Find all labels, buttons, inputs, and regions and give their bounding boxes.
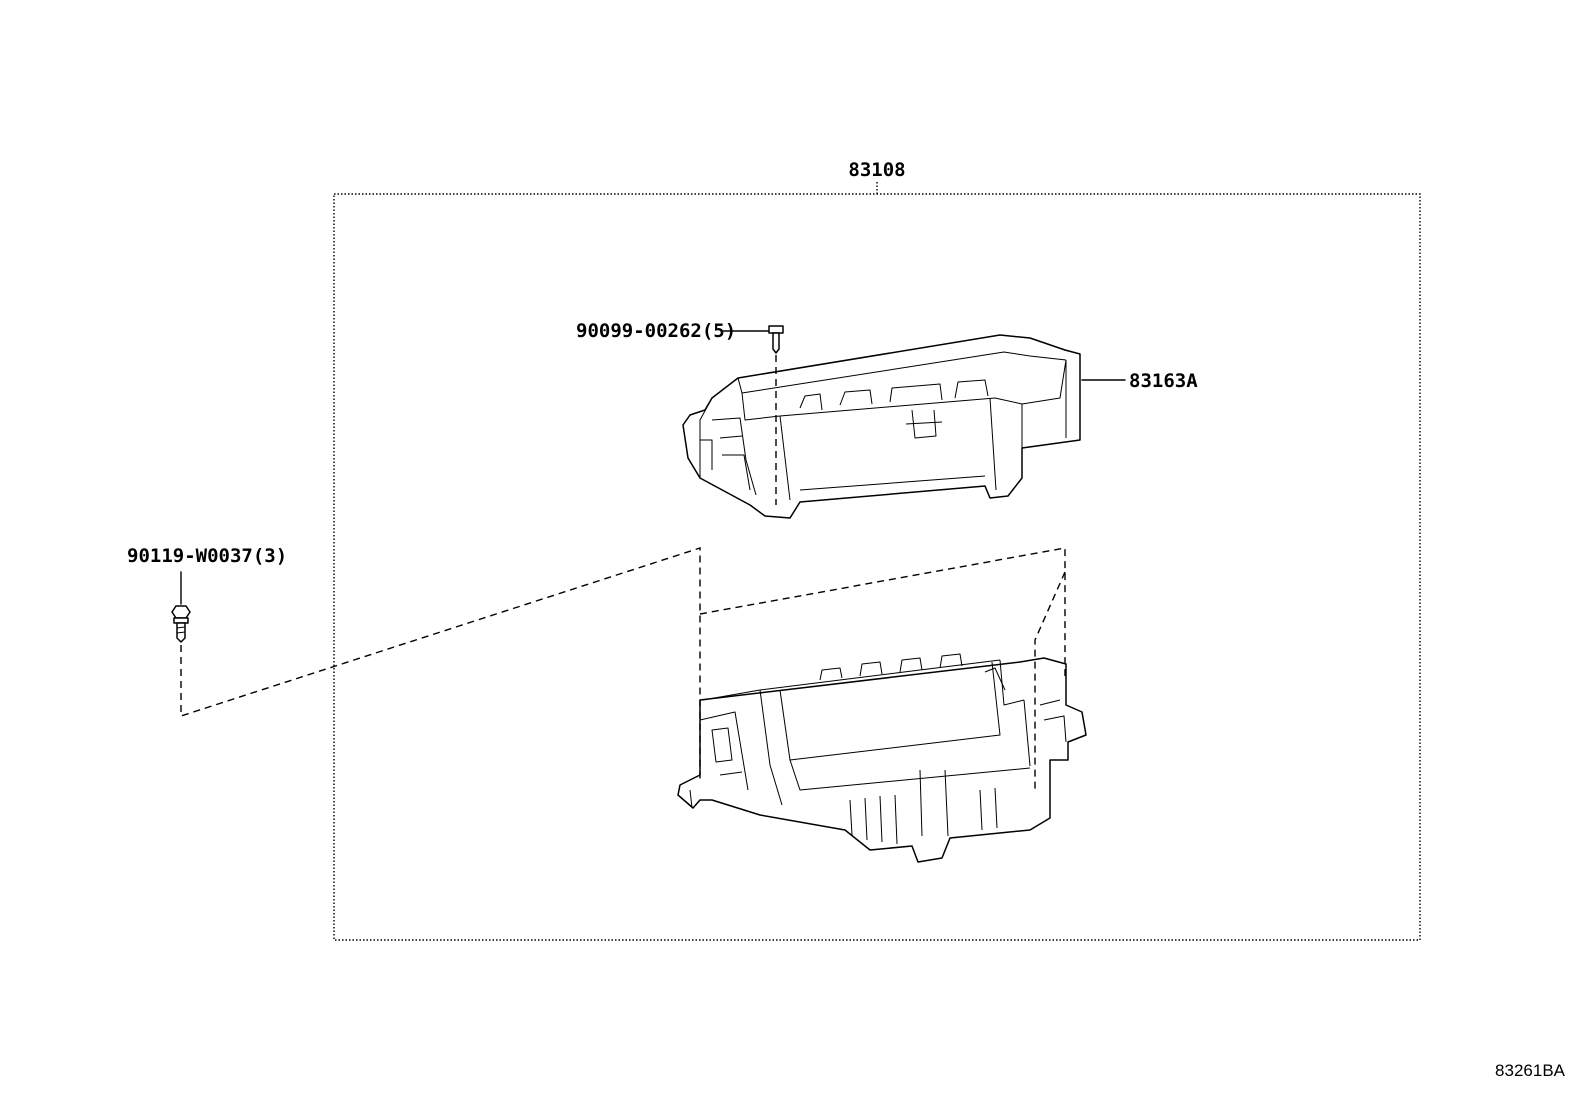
label-bolt-90119-W0037: 90119-W0037(3) — [127, 545, 287, 567]
diagram-reference-code: 83261BA — [1495, 1061, 1566, 1080]
label-assembly-83108: 83108 — [848, 159, 905, 181]
label-upper-panel-83163A: 83163A — [1129, 370, 1198, 392]
label-screw-90099-00262: 90099-00262(5) — [576, 320, 736, 342]
bolt-icon — [171, 605, 191, 643]
housing-alignment-line-right — [1034, 571, 1066, 790]
upper-panel-83163A — [682, 334, 1081, 519]
screw-icon — [768, 325, 784, 354]
housing-alignment-line-left — [699, 547, 1066, 676]
lower-housing — [677, 653, 1087, 863]
bolt-alignment-line — [180, 547, 701, 780]
